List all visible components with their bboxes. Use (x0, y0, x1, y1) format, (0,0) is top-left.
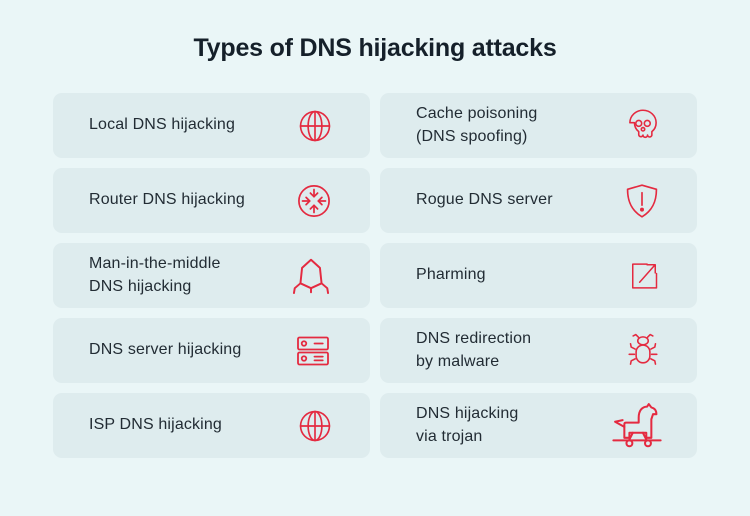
attack-card-label: Pharming (416, 266, 486, 284)
hacker-hood-icon (285, 250, 337, 302)
attack-card: ISP DNS hijacking (53, 393, 370, 458)
attack-card: Man-in-the-middle DNS hijacking (53, 243, 370, 308)
attack-card: Cache poisoning (DNS spoofing) (380, 93, 697, 158)
globe-icon (293, 104, 337, 148)
router-icon (291, 178, 337, 224)
attack-card: DNS redirection by malware (380, 318, 697, 383)
page-title: Types of DNS hijacking attacks (193, 34, 557, 62)
attack-card-label: Man-in-the-middle DNS hijacking (89, 255, 221, 295)
attack-card: Pharming (380, 243, 697, 308)
attack-card-label: Cache poisoning (DNS spoofing) (416, 105, 538, 145)
cards-grid: Local DNS hijacking Cache poisoning (DNS… (53, 93, 697, 458)
attack-card-label: ISP DNS hijacking (89, 416, 222, 434)
attack-card: DNS hijacking via trojan (380, 393, 697, 458)
attack-card-label: DNS hijacking via trojan (416, 405, 519, 445)
trojan-horse-icon (610, 399, 664, 453)
server-icon (289, 327, 337, 375)
attack-card-label: Local DNS hijacking (89, 116, 236, 134)
attack-card: Rogue DNS server (380, 168, 697, 233)
attack-card-label: Router DNS hijacking (89, 191, 245, 209)
globe-icon (293, 404, 337, 448)
shield-alert-icon (620, 179, 664, 223)
bug-icon (622, 330, 664, 372)
attack-card: DNS server hijacking (53, 318, 370, 383)
attack-card-label: DNS server hijacking (89, 341, 242, 359)
skull-icon (622, 105, 664, 147)
attack-card: Router DNS hijacking (53, 168, 370, 233)
external-link-icon (624, 256, 664, 296)
attack-card-label: DNS redirection by malware (416, 330, 532, 370)
attack-card: Local DNS hijacking (53, 93, 370, 158)
attack-card-label: Rogue DNS server (416, 191, 553, 209)
